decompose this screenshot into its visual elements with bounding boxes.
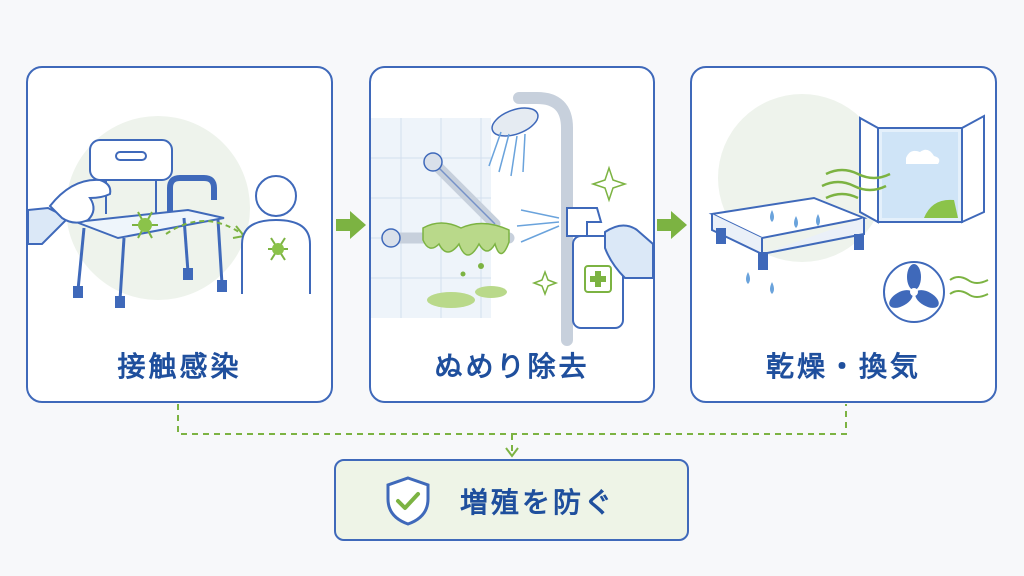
step-label-slime-removal: ぬめり除去 xyxy=(434,350,590,383)
arrow-right-icon xyxy=(336,211,366,239)
step-label-contact-infection: 接触感染 xyxy=(117,350,242,383)
chair-contact-infection-illustration xyxy=(28,116,311,308)
drying-ventilation-illustration xyxy=(708,94,989,323)
slime-removal-spray-illustration xyxy=(371,92,653,346)
step-panel-contact-infection: 接触感染 xyxy=(26,66,333,403)
arrow-right-icon xyxy=(657,211,687,239)
result-label: 増殖を防ぐ xyxy=(460,486,616,519)
step-panel-slime-removal: ぬめり除去 xyxy=(369,66,655,403)
step-label-drying-ventilation: 乾燥・換気 xyxy=(765,350,921,383)
result-box-prevent-growth: 増殖を防ぐ xyxy=(334,459,689,541)
step-panel-drying-ventilation: 乾燥・換気 xyxy=(690,66,997,403)
shield-check-icon xyxy=(386,476,430,526)
